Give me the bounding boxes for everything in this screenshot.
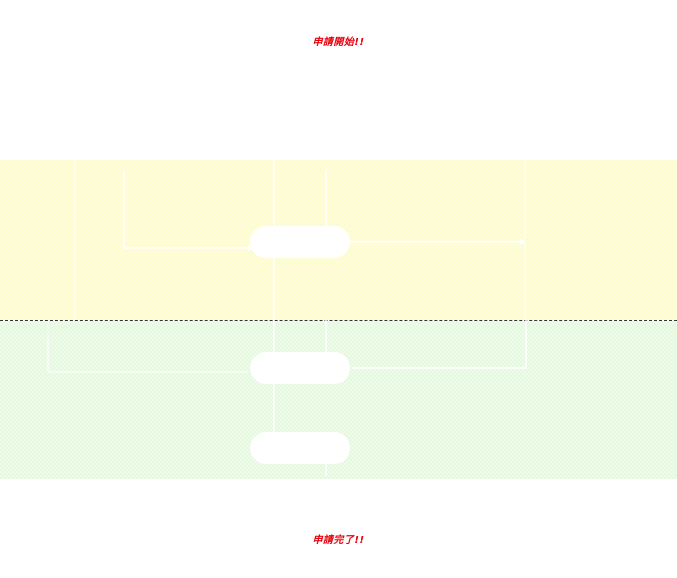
lane-divider xyxy=(0,320,677,321)
end-title: 申請完了!! xyxy=(312,535,365,546)
connector-left-feed xyxy=(47,340,248,373)
start-title: 申請開始!! xyxy=(312,37,365,48)
connector-right-return xyxy=(352,320,527,369)
arrowhead xyxy=(520,239,526,245)
process-node-1 xyxy=(250,226,350,258)
arrowhead xyxy=(248,245,254,251)
process-node-2 xyxy=(250,352,350,384)
connector-left-loop xyxy=(123,170,248,249)
process-node-3 xyxy=(250,432,350,464)
connector-right-branch xyxy=(325,170,520,243)
swimlane-top xyxy=(0,160,677,320)
